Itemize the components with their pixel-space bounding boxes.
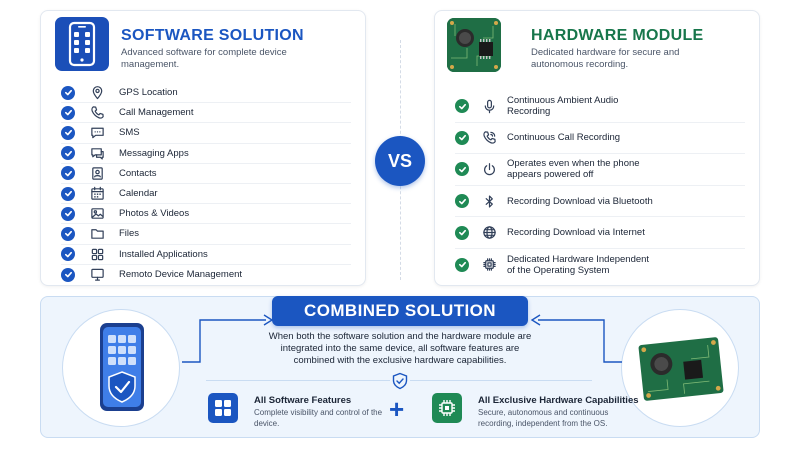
combined-description: When both the software solution and the … [268, 331, 532, 366]
check-icon [61, 105, 75, 120]
software-feature-row: GPS Location [61, 83, 351, 104]
check-icon [61, 226, 75, 241]
software-feature-label: Files [119, 228, 140, 240]
software-feature-label: Contacts [119, 167, 157, 179]
software-feature-label: GPS Location [119, 87, 178, 99]
combined-title: COMBINED SOLUTION [272, 296, 528, 326]
check-icon [455, 99, 469, 114]
check-icon [61, 206, 75, 221]
check-icon [455, 225, 469, 240]
hardware-feature-row: Recording Download via Bluetooth [455, 186, 745, 218]
software-solution-panel: SOFTWARE SOLUTION Advanced software for … [40, 10, 366, 286]
hardware-feature-label: Continuous Call Recording [507, 132, 621, 144]
hardware-title: HARDWARE MODULE [531, 27, 704, 44]
check-icon [455, 130, 469, 145]
hardware-module-panel: HARDWARE MODULE Dedicated hardware for s… [434, 10, 760, 286]
image-icon [89, 206, 105, 222]
smartphone-apps-icon [55, 17, 109, 71]
software-feature-row: Remoto Device Management [61, 265, 351, 285]
phone-icon [89, 105, 105, 121]
software-feature-row: Installed Applications [61, 245, 351, 265]
check-icon [61, 166, 75, 181]
power-icon [481, 161, 497, 177]
software-feature-row: Photos & Videos [61, 204, 351, 225]
software-feature-row: Call Management [61, 103, 351, 124]
chat-icon [89, 145, 105, 161]
hardware-feature-label: Dedicated Hardware Independent of the Op… [507, 253, 650, 276]
hardware-feature-label: Recording Download via Internet [507, 227, 645, 239]
check-icon [61, 146, 75, 161]
check-icon [61, 267, 75, 282]
software-feature-label: Remoto Device Management [119, 269, 243, 281]
software-feature-label: Photos & Videos [119, 208, 190, 220]
microphone-icon [481, 98, 497, 114]
right-connector-arrow [530, 314, 622, 363]
chip-icon [481, 257, 497, 273]
circuit-board-icon [447, 18, 501, 72]
hardware-feature-row: Dedicated Hardware Independent of the Op… [455, 249, 745, 281]
hardware-subtitle: Dedicated hardware for secure and autono… [531, 47, 680, 70]
software-subtitle: Advanced software for complete device ma… [121, 47, 287, 70]
software-feature-label: Call Management [119, 107, 194, 119]
sms-icon [89, 125, 105, 141]
hardware-feature-label: Continuous Ambient Audio Recording [507, 95, 619, 118]
secure-phone-illustration [62, 309, 180, 427]
calendar-icon [89, 186, 105, 202]
software-feature-row: Calendar [61, 184, 351, 205]
hardware-capability-description: Secure, autonomous and continuous record… [478, 408, 609, 428]
software-capability-description: Complete visibility and control of the d… [254, 408, 383, 428]
hardware-feature-label: Recording Download via Bluetooth [507, 195, 653, 207]
check-icon [455, 162, 469, 177]
check-icon [61, 85, 75, 100]
shield-check-icon [390, 371, 410, 391]
left-connector-arrow [182, 314, 274, 363]
map-pin-icon [89, 85, 105, 101]
phone-call-icon [481, 130, 497, 146]
monitor-icon [89, 267, 105, 283]
hardware-module-illustration [621, 309, 739, 427]
folder-icon [89, 226, 105, 242]
software-feature-label: Installed Applications [119, 248, 208, 260]
hardware-feature-label: Operates even when the phone appears pow… [507, 158, 640, 181]
check-icon [455, 257, 469, 272]
software-feature-row: Files [61, 224, 351, 245]
hardware-capability-title: All Exclusive Hardware Capabilities [478, 395, 639, 406]
hardware-feature-row: Continuous Ambient Audio Recording [455, 91, 745, 123]
hardware-feature-row: Operates even when the phone appears pow… [455, 154, 745, 186]
hardware-feature-row: Continuous Call Recording [455, 123, 745, 155]
plus-icon: + [389, 394, 405, 424]
apps-icon [89, 246, 105, 262]
software-feature-label: SMS [119, 127, 140, 139]
software-feature-row: Contacts [61, 164, 351, 184]
check-icon [61, 247, 75, 262]
bluetooth-icon [481, 193, 497, 209]
globe-icon [481, 225, 497, 241]
contacts-icon [89, 165, 105, 181]
check-icon [61, 186, 75, 201]
chip-icon [432, 393, 462, 423]
software-title: SOFTWARE SOLUTION [121, 27, 304, 44]
software-feature-label: Messaging Apps [119, 147, 189, 159]
vs-badge: VS [375, 136, 425, 186]
hardware-feature-row: Recording Download via Internet [455, 217, 745, 249]
check-icon [455, 194, 469, 209]
software-capability-title: All Software Features [254, 395, 352, 406]
software-feature-row: SMS [61, 123, 351, 144]
software-feature-row: Messaging Apps [61, 144, 351, 164]
software-feature-label: Calendar [119, 188, 158, 200]
grid-apps-icon [208, 393, 238, 423]
check-icon [61, 125, 75, 140]
